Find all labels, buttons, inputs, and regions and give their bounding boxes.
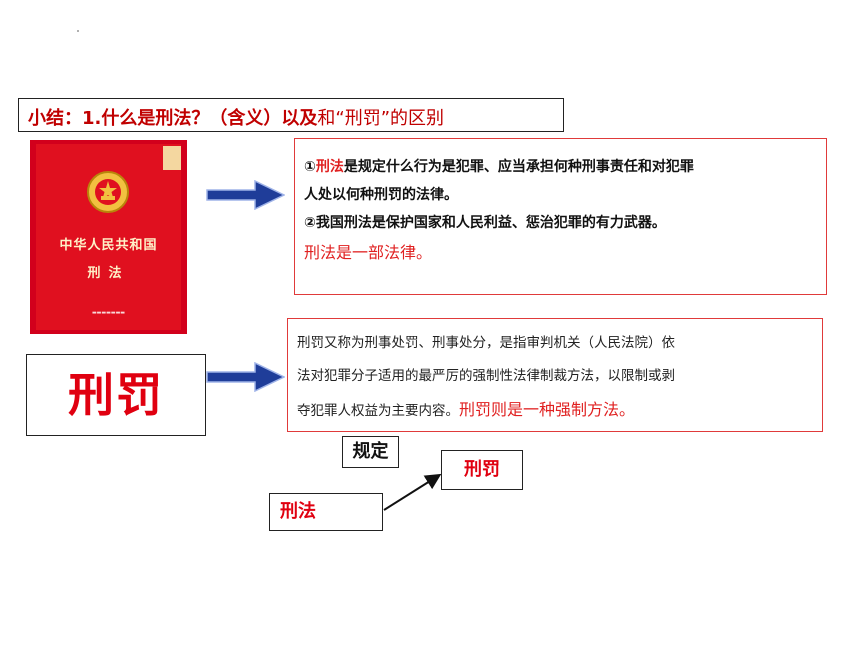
summary-title-rest: 和“刑罚”的区别: [317, 108, 445, 129]
item1-text: 是规定什么行为是犯罪、应当承担何种刑事责任和对犯罪: [343, 159, 694, 175]
definition-summary: 刑法是一部法律。: [304, 243, 433, 262]
summary-title-main: 小结：1.什么是刑法？（含义）以及: [28, 108, 318, 129]
penalty-summary: 刑罚则是一种强制方法。: [459, 400, 636, 419]
book-cover-title: 中华人民共和国: [59, 238, 158, 253]
national-emblem-icon: [87, 171, 129, 213]
definition-item-2: ②我国刑法是保护国家和人民利益、惩治犯罪的有力武器。: [304, 215, 666, 231]
item1-keyword: 刑法: [315, 159, 344, 175]
relation-source-box: 刑法: [269, 493, 383, 531]
penalty-line-1: 刑罚又称为刑事处罚、刑事处分，是指审判机关（人民法院）依: [297, 335, 675, 351]
criminal-law-definition-box: ①刑法是规定什么行为是犯罪、应当承担何种刑事责任和对犯罪 人处以何种刑罚的法律。…: [294, 138, 827, 295]
book-publisher-mark: ▬▬▬▬▬▬▬: [91, 310, 126, 316]
penalty-line-3: 夺犯罪人权益为主要内容。刑罚则是一种强制方法。: [297, 400, 636, 419]
penalty-definition-box: 刑罚又称为刑事处罚、刑事处分，是指审判机关（人民法院）依 法对犯罪分子适用的最严…: [287, 318, 823, 432]
decorative-dot: [77, 30, 79, 32]
right-arrow-icon: [206, 362, 285, 392]
right-arrow-icon: [206, 180, 285, 210]
relation-verb-box: 规定: [342, 436, 399, 468]
relation-arrow-icon: [383, 473, 442, 511]
relation-target-box: 刑罚: [441, 450, 523, 490]
penalty-line-2: 法对犯罪分子适用的最严厉的强制性法律制裁方法，以限制或剥: [297, 368, 675, 384]
book-cover-subtitle: 刑法: [87, 266, 130, 281]
item1-prefix: ①: [304, 159, 316, 175]
summary-title: 小结：1.什么是刑法？（含义）以及和“刑罚”的区别: [18, 98, 564, 132]
book-label-strip: [163, 146, 181, 170]
definition-item-1: ①刑法是规定什么行为是犯罪、应当承担何种刑事责任和对犯罪: [304, 153, 818, 181]
penalty-label-box: 刑罚: [26, 354, 206, 436]
definition-item-1-line2: 人处以何种刑罚的法律。: [304, 187, 458, 203]
criminal-law-book-cover: 中华人民共和国 刑法 ▬▬▬▬▬▬▬: [30, 140, 187, 334]
